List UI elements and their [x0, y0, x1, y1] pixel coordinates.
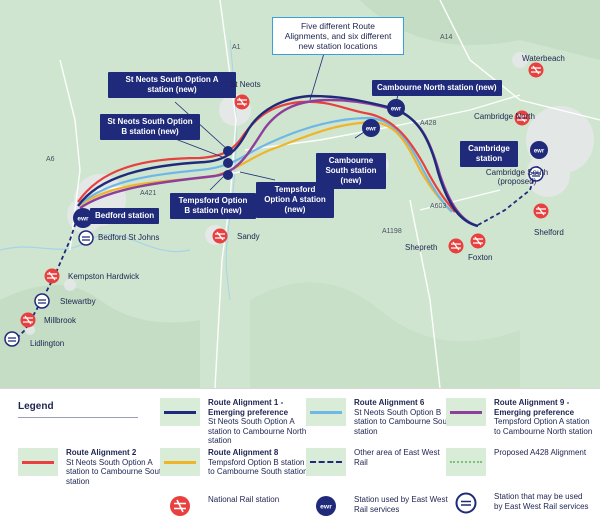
label-cambourne-north-station: Cambourne North station (new): [372, 80, 502, 96]
maybe-ewr-station-icon-stewartby: [34, 293, 50, 309]
place-millbrook: Millbrook: [44, 316, 77, 325]
maybe-ewr-station-icon-bedford-st-johns: [78, 230, 94, 246]
place-cambridge-north: Cambridge North: [474, 112, 535, 121]
road-a1198: A1198: [382, 228, 402, 235]
legend-route-9-title: Route Alignment 9 - Emerging preference: [494, 398, 575, 417]
ewr-badge-text: ewr: [366, 127, 377, 133]
legend-item-maybe-station: Station that may be used by East West Ra…: [446, 492, 590, 514]
road-a428: A428: [420, 120, 437, 127]
place-st-neots: St Neots: [230, 80, 261, 89]
label-cambourne-south-station: Cambourne South station (new): [316, 153, 386, 189]
label-bedford-station: Bedford station: [90, 208, 160, 224]
national-rail-icon-kempston-hardwick: [44, 268, 60, 284]
ewr-cambridge-dashed-line: [477, 164, 539, 226]
legend-route-6-title: Route Alignment 6: [354, 398, 425, 407]
ewr-badge-text: ewr: [391, 107, 402, 113]
national-rail-icon-foxton: [470, 233, 486, 249]
national-rail-icon-st-neots: [234, 94, 250, 110]
route-alignment-6-line: [79, 116, 453, 213]
place-kempston-hardwick: Kempston Hardwick: [68, 272, 140, 281]
legend-route-1-desc: St Neots South Option A station to Cambo…: [208, 417, 307, 445]
place-shelford: Shelford: [534, 228, 564, 237]
map-canvas: [0, 0, 600, 388]
road-a421: A421: [140, 190, 157, 197]
ewr-badge-text: ewr: [534, 149, 545, 155]
place-shepreth: Shepreth: [405, 243, 438, 252]
ewr-badge-text: ewr: [320, 504, 332, 511]
ewr-other-area-line: [9, 209, 81, 346]
other-area-swatch: [306, 448, 346, 476]
national-rail-icon: [170, 496, 190, 516]
label-st-neots-south-option-a: St Neots South Option A station (new): [108, 72, 236, 98]
ewr-station-icon: ewr: [316, 496, 336, 516]
legend-route-6-desc: St Neots South Option B station to Cambo…: [354, 407, 454, 436]
label-tempsford-option-b: Tempsford Option B station (new): [170, 193, 256, 219]
route-alignment-1-line: [77, 94, 479, 228]
legend-item-national-rail: National Rail station: [160, 495, 298, 517]
route-alignment-2-line: [77, 100, 456, 213]
legend-route-9-desc: Tempsford Option A station to Cambourne …: [494, 417, 593, 436]
place-cambridge-south: Cambridge South (proposed): [485, 168, 549, 186]
ewr-station-icon-cambourne-north: ewr: [387, 99, 405, 117]
ewr-badge-text: ewr: [77, 216, 89, 223]
legend-national-rail-label: National Rail station: [208, 495, 280, 504]
national-rail-icon-shepreth: [448, 238, 464, 254]
route-1-swatch: [160, 398, 200, 426]
ewr-station-icon-cambourne-south: ewr: [362, 119, 380, 137]
place-stewartby: Stewartby: [60, 297, 96, 306]
legend-route-2-desc: St Neots South Option A station to Cambo…: [66, 457, 166, 486]
legend-item-route-6: Route Alignment 6 St Neots South Option …: [306, 398, 454, 436]
road-a603: A603: [430, 203, 447, 210]
legend-item-route-1: Route Alignment 1 - Emerging preference …: [160, 398, 308, 446]
proposed-a428-swatch: [446, 448, 486, 476]
route-9-swatch: [446, 398, 486, 426]
route-2-swatch: [18, 448, 58, 476]
ewr-station-icon-bedford: ewr: [73, 208, 93, 228]
legend-item-other-area: Other area of East West Rail: [306, 448, 454, 476]
callout-five-routes: Five different Route Alignments, and six…: [272, 17, 404, 55]
route-alignment-8-line: [79, 120, 451, 211]
place-bedford-st-johns: Bedford St Johns: [98, 233, 160, 242]
road-a6: A6: [46, 156, 55, 163]
legend-maybe-station-label: Station that may be used by East West Ra…: [494, 492, 589, 511]
national-rail-icon-waterbeach: [528, 62, 544, 78]
legend-route-8-title: Route Alignment 8: [208, 448, 279, 457]
road-a14: A14: [440, 34, 453, 41]
route-map: Five different Route Alignments, and six…: [0, 0, 600, 388]
place-lidlington: Lidlington: [30, 339, 65, 348]
legend-item-ewr-station: ewr Station used by East West Rail servi…: [306, 495, 450, 517]
legend-divider: [18, 417, 138, 418]
legend-item-route-8: Route Alignment 8 Tempsford Option B sta…: [160, 448, 308, 477]
place-foxton: Foxton: [468, 253, 493, 262]
national-rail-icon-shelford: [533, 203, 549, 219]
maybe-ewr-station-icon-cambridge-south: [528, 166, 544, 182]
legend-route-1-title: Route Alignment 1 - Emerging preference: [208, 398, 289, 417]
legend-route-2-title: Route Alignment 2: [66, 448, 137, 457]
legend-item-proposed-a428: Proposed A428 Alignment: [446, 448, 594, 476]
national-rail-icon-millbrook: [20, 312, 36, 328]
place-waterbeach: Waterbeach: [522, 54, 565, 63]
national-rail-icon-sandy: [212, 228, 228, 244]
legend-panel: Legend Route Alignment 1 - Emerging pref…: [0, 388, 600, 530]
maybe-ewr-station-icon: [455, 492, 477, 514]
legend-title: Legend: [18, 401, 54, 412]
place-sandy: Sandy: [237, 232, 260, 241]
legend-item-route-2: Route Alignment 2 St Neots South Option …: [18, 448, 166, 486]
label-st-neots-south-option-b: St Neots South Option B station (new): [100, 114, 200, 140]
route-8-swatch: [160, 448, 200, 476]
national-rail-icon-cambridge-north: [514, 110, 530, 126]
legend-route-8-desc: Tempsford Option B station to Cambourne …: [208, 457, 308, 477]
legend-other-area-label: Other area of East West Rail: [354, 448, 440, 467]
legend-proposed-a428-label: Proposed A428 Alignment: [494, 448, 587, 457]
route-6-swatch: [306, 398, 346, 426]
road-a1: A1: [232, 44, 241, 51]
ewr-station-icon-cluster-st-neots: [223, 146, 233, 180]
label-cambridge-station: Cambridge station: [460, 141, 518, 167]
maybe-ewr-station-icon-lidlington: [4, 331, 20, 347]
legend-item-route-9: Route Alignment 9 - Emerging preference …: [446, 398, 594, 436]
legend-ewr-station-label: Station used by East West Rail services: [354, 495, 448, 514]
ewr-station-icon-cambridge: ewr: [530, 141, 548, 159]
